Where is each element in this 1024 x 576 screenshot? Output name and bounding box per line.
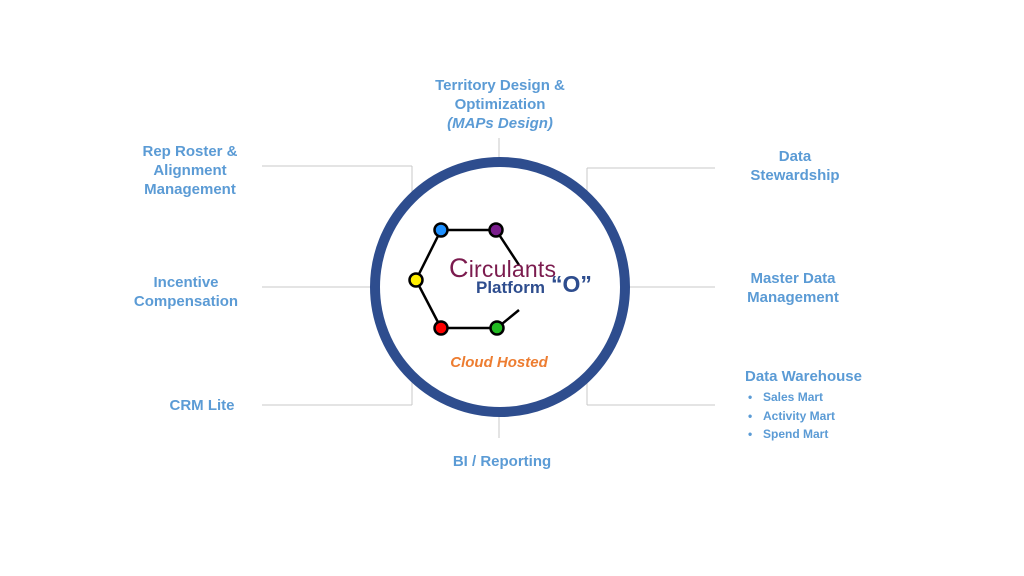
territory-design-label: Territory Design & Optimization (MAPs De… xyxy=(410,76,590,133)
incentive-compensation-label: Incentive Compensation xyxy=(116,273,256,311)
data-stewardship-line2: Stewardship xyxy=(750,167,840,184)
bi-reporting-label: BI / Reporting xyxy=(422,452,582,471)
territory-line3: (MAPs Design) xyxy=(447,115,553,132)
logo-platform: Platform xyxy=(476,278,545,297)
list-item: Spend Mart xyxy=(745,425,835,444)
data-stewardship-label: Data Stewardship xyxy=(730,147,860,185)
logo-platform-o: “O” xyxy=(551,271,592,297)
data-warehouse-title: Data Warehouse xyxy=(745,368,862,385)
rep-roster-line3: Management xyxy=(144,181,236,198)
rep-roster-line2: Alignment xyxy=(153,162,227,179)
node-blue-icon xyxy=(433,222,449,238)
cloud-hosted-label: Cloud Hosted xyxy=(450,354,548,371)
data-warehouse-list: Sales Mart Activity Mart Spend Mart xyxy=(745,388,835,444)
master-data-management-label: Master Data Management xyxy=(723,269,863,307)
node-green-icon xyxy=(489,320,505,336)
crm-lite-label: CRM Lite xyxy=(132,396,272,415)
incentive-line2: Compensation xyxy=(133,293,239,310)
mdm-line1: Master Data xyxy=(750,270,836,287)
node-yellow-icon xyxy=(408,272,424,288)
logo-circulants: Circulants xyxy=(449,253,556,284)
logo-circulants-rest: irculants xyxy=(468,256,557,282)
mdm-line2: Management xyxy=(747,289,839,306)
node-purple-icon xyxy=(488,222,504,238)
crm-line1: CRM Lite xyxy=(169,397,235,414)
node-red-icon xyxy=(433,320,449,336)
territory-line2: Optimization xyxy=(454,96,546,113)
incentive-line1: Incentive xyxy=(153,274,219,291)
logo-c-letter: C xyxy=(449,253,469,283)
list-item: Sales Mart xyxy=(745,388,835,407)
rep-roster-label: Rep Roster & Alignment Management xyxy=(120,142,260,199)
territory-line1: Territory Design & xyxy=(435,77,565,94)
hexagon-network-icon xyxy=(408,222,521,336)
rep-roster-line1: Rep Roster & xyxy=(142,143,238,160)
bi-line1: BI / Reporting xyxy=(452,453,552,470)
list-item: Activity Mart xyxy=(745,407,835,426)
data-stewardship-line1: Data xyxy=(778,148,812,165)
